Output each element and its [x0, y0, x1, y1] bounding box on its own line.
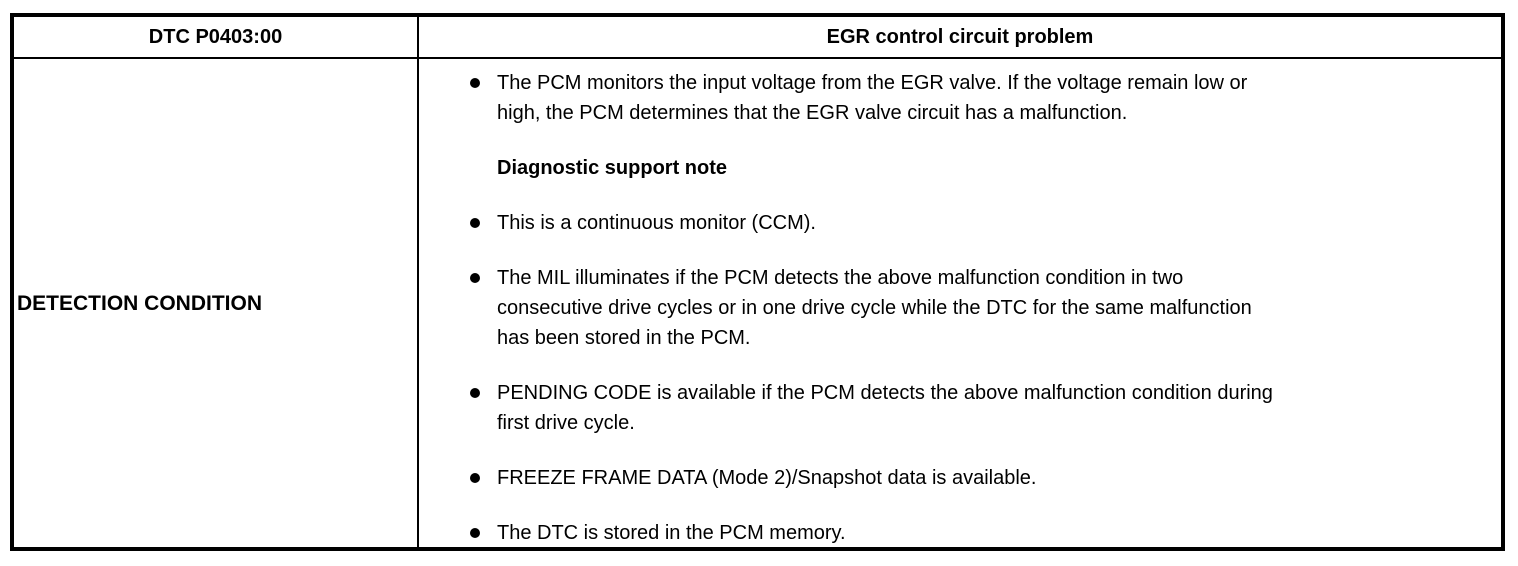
detection-condition-row: DETECTION CONDITION The PCM monitors the… [14, 59, 1501, 548]
dtc-table: DTC P0403:00 EGR control circuit problem… [10, 13, 1505, 551]
bullet-item: The MIL illuminates if the PCM detects t… [470, 263, 1481, 353]
dtc-table-header-row: DTC P0403:00 EGR control circuit problem [14, 17, 1501, 59]
item-text: The MIL illuminates if the PCM detects t… [497, 267, 1252, 349]
bullet-item: The PCM monitors the input voltage from … [470, 68, 1481, 128]
bullet-item: This is a continuous monitor (CCM). [470, 208, 1481, 238]
bullet-icon [470, 473, 480, 483]
item-text: The DTC is stored in the PCM memory. [497, 522, 846, 544]
dtc-code-header: DTC P0403:00 [14, 17, 419, 57]
bullet-item: FREEZE FRAME DATA (Mode 2)/Snapshot data… [470, 463, 1481, 493]
diagnostic-support-note-heading: Diagnostic support note [470, 153, 1481, 183]
item-text: Diagnostic support note [497, 157, 727, 179]
bullet-item: PENDING CODE is available if the PCM det… [470, 378, 1481, 438]
bullet-icon [470, 388, 480, 398]
bullet-icon [470, 218, 480, 228]
dtc-description-header: EGR control circuit problem [826, 25, 1094, 48]
item-text: This is a continuous monitor (CCM). [497, 212, 816, 234]
bullet-icon [470, 78, 480, 88]
detection-condition-label: DETECTION CONDITION [14, 59, 419, 548]
item-text: FREEZE FRAME DATA (Mode 2)/Snapshot data… [497, 467, 1037, 489]
item-text: PENDING CODE is available if the PCM det… [497, 382, 1273, 434]
bullet-icon [470, 273, 480, 283]
bullet-icon [470, 528, 480, 538]
bullet-item: The DTC is stored in the PCM memory. [470, 518, 1481, 548]
detection-condition-content: The PCM monitors the input voltage from … [419, 59, 1501, 548]
item-text: The PCM monitors the input voltage from … [497, 72, 1248, 124]
